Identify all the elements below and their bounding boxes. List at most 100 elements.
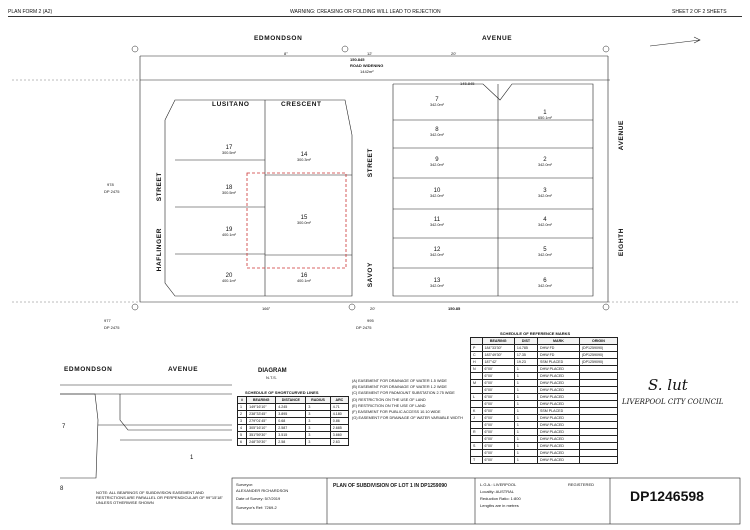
ref-mark-row-cell: 19.23	[513, 358, 539, 366]
ref-mark-row-cell: 1	[513, 456, 539, 464]
short-line-row-cell: 4.180	[329, 410, 350, 418]
short-line-row-cell: 2.63	[329, 438, 350, 446]
ref-mark-row-cell	[578, 379, 619, 387]
ref-mark-row-cell: DHW PLACED	[537, 400, 580, 408]
ref-col-3: MARK	[537, 337, 580, 345]
lot-1: 1 650.1m²	[538, 110, 552, 120]
ref-mark-row-cell	[578, 372, 619, 380]
ref-mark-row-cell: 183°49'30"	[481, 351, 515, 359]
ref-mark-row-cell: J	[470, 414, 483, 422]
street-edmondson: EDMONDSON	[254, 35, 303, 42]
neighbour-978: 978	[107, 182, 114, 187]
ref-mark-row-cell	[470, 372, 483, 380]
ref-mark-row-cell	[578, 442, 619, 450]
ref-mark-row-cell: 184°33'30"	[481, 344, 515, 352]
street-eighth: EIGHTH	[618, 228, 625, 257]
short-line-row-cell: 4	[236, 424, 248, 432]
short-line-row-cell: 149°16'10"	[246, 403, 277, 411]
ref-mark-row-cell: 6°00'	[481, 379, 515, 387]
street-lusitano: LUSITANO	[212, 101, 250, 108]
short-line-row-cell: 3	[305, 431, 331, 439]
short-line-row-cell: 4.71	[329, 403, 350, 411]
street-avenue-right: AVENUE	[618, 120, 625, 151]
neighbour-995: 995	[367, 318, 374, 323]
short-line-row-cell: 1	[236, 403, 248, 411]
ref-mark-row-cell	[578, 365, 619, 373]
ref-marks-title: SCHEDULE OF REFERENCE MARKS	[500, 331, 571, 336]
ref-mark-row-cell: 1	[513, 400, 539, 408]
road-widening-label: ROAD WIDENING	[350, 63, 384, 68]
lot-13: 13 342.0m²	[430, 278, 444, 288]
short-line-row-cell: 0.68	[275, 417, 307, 425]
lga: L.G.A.: LIVERPOOL	[480, 482, 517, 487]
ref-mark-row-cell: 6°00'	[481, 435, 515, 443]
easement-item: (B) EASEMENT FOR DRAINAGE OF WATER 1.2 W…	[352, 385, 447, 390]
ref-mark-row-cell: 1	[513, 372, 539, 380]
ref-mark-row-cell	[578, 400, 619, 408]
ref-mark-row-cell: (DP1259090)	[578, 358, 619, 366]
sl-col-4: ARC	[329, 396, 350, 404]
short-line-row-cell: 3	[305, 438, 331, 446]
neighbour-977: 977	[104, 318, 111, 323]
ref-mark-row-cell: P	[470, 344, 483, 352]
ref-mark-row-cell: 1	[513, 393, 539, 401]
ref-mark-row-cell: 1	[513, 379, 539, 387]
surveyor-label: Surveyor:	[236, 482, 254, 487]
header-rule	[8, 16, 742, 17]
short-line-row-cell: 3	[305, 403, 331, 411]
ref-mark-row-cell	[578, 414, 619, 422]
ref-mark-row-cell	[578, 456, 619, 464]
lot-2: 2 342.0m²	[538, 157, 552, 167]
ref-mark-row-cell: 1	[513, 442, 539, 450]
ref-mark-row-cell: 1	[513, 365, 539, 373]
ref-mark-row-cell: DHW PLACED	[537, 435, 580, 443]
diagram-avenue: AVENUE	[168, 366, 199, 373]
ref-mark-row-cell: S	[470, 442, 483, 450]
sl-col-2: DISTANCE	[275, 396, 307, 404]
surveyor-ref: Surveyor's Ref: 7269-2	[236, 505, 277, 510]
street-hafflinger: HAFLINGER	[156, 228, 163, 272]
lengths-note: Lengths are in metres	[480, 503, 519, 508]
ref-mark-row-cell	[470, 435, 483, 443]
short-lines-title: SCHEDULE OF SHORTCURVED LINES	[245, 390, 319, 395]
short-line-row-cell: 2.587	[275, 424, 307, 432]
ref-mark-row-cell: DHW PLACED	[537, 372, 580, 380]
ref-mark-row-cell: 6°00'	[481, 365, 515, 373]
short-line-row-cell: 2.58	[275, 438, 307, 446]
ref-mark-row-cell: SSM PLACED	[537, 407, 580, 415]
ref-mark-row-cell: N	[470, 365, 483, 373]
lot-17: 17 300.5m²	[222, 145, 236, 155]
ref-mark-row-cell: DHW PLACED	[537, 379, 580, 387]
street-crescent: CRESCENT	[281, 101, 322, 108]
sheet-number: SHEET 2 OF 2 SHEETS	[672, 9, 727, 15]
survey-date: Date of Survey: 5/7/2019	[236, 496, 281, 501]
short-line-row-cell: 3.895	[275, 410, 307, 418]
ref-mark-row-cell	[470, 449, 483, 457]
ref-mark-row-cell: T	[470, 456, 483, 464]
ref-mark-row-cell: C	[470, 351, 483, 359]
ref-mark-row-cell: DHW FD	[537, 351, 580, 359]
lot-3: 3 342.0m²	[538, 188, 552, 198]
diagram-subtitle: N.T.S.	[266, 375, 277, 380]
ref-mark-row-cell	[470, 386, 483, 394]
lot-15: 15 300.0m²	[297, 215, 311, 225]
street-street-left: STREET	[156, 172, 163, 202]
ref-mark-row-cell: 17.35	[513, 351, 539, 359]
ref-mark-row-cell	[578, 435, 619, 443]
